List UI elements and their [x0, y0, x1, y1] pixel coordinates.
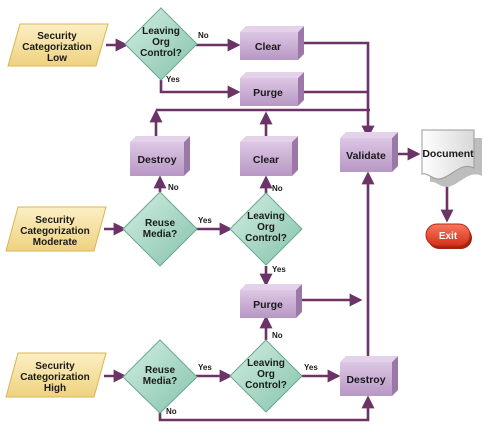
exit-label: Exit — [439, 231, 458, 242]
action-label: Clear — [253, 154, 279, 166]
edge-labels: No Yes No No Yes Yes No Yes Yes No — [166, 31, 318, 416]
decision-text-1: Reuse — [145, 218, 175, 229]
input-moderate-line1: Security — [35, 215, 75, 226]
action-purge-moderate: Purge — [240, 284, 302, 318]
input-high-line3: High — [44, 383, 66, 394]
input-high-line2: Categorization — [20, 372, 89, 383]
label-yes: Yes — [272, 265, 286, 274]
decision-text-2: Org — [257, 369, 275, 380]
decision-text-2: Media? — [143, 376, 177, 387]
label-yes: Yes — [304, 363, 318, 372]
input-low-line2: Categorization — [22, 42, 91, 53]
edge-clear-top-to-validate — [298, 41, 375, 139]
input-low: Security Categorization Low — [7, 23, 109, 67]
connectors — [104, 38, 454, 422]
decision-leaving-org-low: Leaving Org Control? — [124, 7, 198, 81]
decision-text-3: Control? — [245, 233, 287, 244]
action-destroy-high: Destroy — [340, 356, 398, 396]
label-no: No — [272, 331, 283, 340]
decision-reuse-moderate: Reuse Media? — [122, 191, 198, 267]
label-no: No — [166, 407, 177, 416]
action-clear-top: Clear — [240, 26, 304, 60]
decision-leaving-org-high: Leaving Org Control? — [229, 339, 303, 413]
decision-text-1: Reuse — [145, 365, 175, 376]
action-label: Purge — [253, 87, 283, 99]
document-label: Document — [422, 148, 474, 160]
edge-reuse-high-no-to-bottom — [158, 395, 375, 422]
decision-text-2: Org — [257, 222, 275, 233]
input-high: Security Categorization High — [5, 352, 107, 398]
decision-text-2: Media? — [143, 229, 177, 240]
label-no: No — [168, 183, 179, 192]
input-low-line1: Security — [37, 31, 77, 42]
exit-button: Exit — [425, 223, 472, 249]
decision-text-1: Leaving — [247, 358, 285, 369]
action-label: Clear — [255, 41, 281, 53]
decision-text-3: Control? — [140, 48, 182, 59]
label-yes: Yes — [166, 75, 180, 84]
decision-text-1: Leaving — [142, 26, 180, 37]
output-document: Document — [421, 129, 482, 187]
edge-leaving-low-yes-to-purge — [159, 80, 241, 99]
decision-text-2: Org — [152, 37, 170, 48]
action-label: Destroy — [346, 374, 385, 386]
action-destroy-mid: Destroy — [130, 136, 190, 176]
action-validate: Validate — [340, 132, 398, 172]
decision-text-3: Control? — [245, 380, 287, 391]
action-label: Validate — [346, 150, 386, 162]
label-yes: Yes — [198, 216, 212, 225]
label-yes: Yes — [198, 363, 212, 372]
decision-text-1: Leaving — [247, 211, 285, 222]
action-clear-mid: Clear — [240, 136, 298, 176]
label-no: No — [198, 31, 209, 40]
input-high-line1: Security — [35, 361, 75, 372]
action-label: Purge — [253, 299, 283, 311]
label-no: No — [272, 184, 283, 193]
action-purge-top: Purge — [240, 72, 304, 106]
input-moderate: Security Categorization Moderate — [5, 206, 107, 252]
input-moderate-line2: Categorization — [20, 226, 89, 237]
decision-reuse-high: Reuse Media? — [122, 339, 198, 414]
action-label: Destroy — [137, 154, 176, 166]
decision-leaving-org-moderate: Leaving Org Control? — [229, 192, 303, 266]
input-moderate-line3: Moderate — [33, 237, 78, 248]
input-low-line3: Low — [47, 53, 67, 64]
